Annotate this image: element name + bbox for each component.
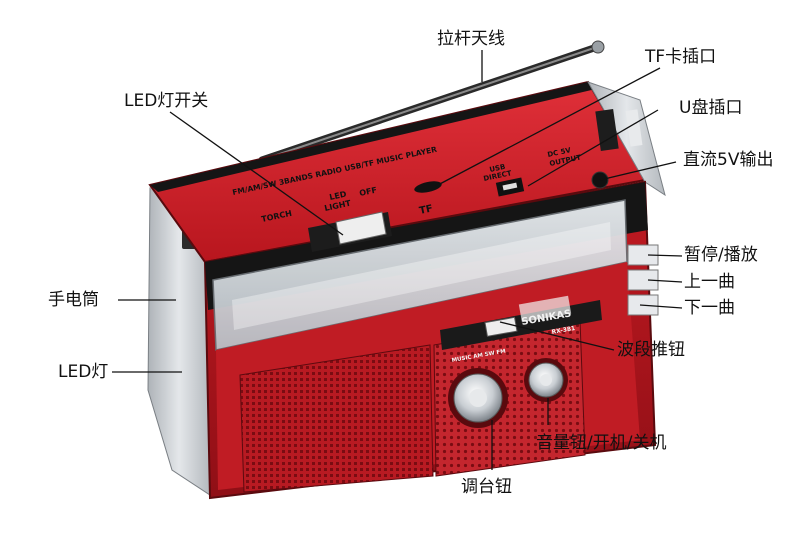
band-slider-label: 波段推钮 <box>617 340 685 360</box>
torch-label: 手电筒 <box>48 290 99 310</box>
dc-output-label: 直流5V输出 <box>683 150 774 170</box>
tf-card-slot[interactable] <box>413 179 442 195</box>
model-text: RX-381 <box>551 325 576 336</box>
usb-label-1: USB <box>489 163 506 174</box>
antenna-label: 拉杆天线 <box>437 29 505 49</box>
band-slider-knob[interactable] <box>484 316 518 337</box>
usb-end-window <box>595 108 619 152</box>
volume-power-label: 音量钮/开机/关机 <box>536 433 667 453</box>
usb-slot-label: U盘插口 <box>679 98 743 118</box>
tf-label: TF <box>418 203 434 217</box>
led-light-label: LED灯 <box>58 362 109 382</box>
telescopic-antenna <box>258 40 605 164</box>
switch-led-text: LED <box>329 190 348 202</box>
switch-off-text: OFF <box>359 185 378 197</box>
tuning-knob[interactable] <box>448 368 508 428</box>
speaker-grille <box>239 344 434 493</box>
volume-knob[interactable] <box>524 358 568 402</box>
tuning-knob-label: 调台钮 <box>461 477 512 497</box>
led-switch[interactable] <box>308 211 392 252</box>
pause-play-label: 暂停/播放 <box>684 245 758 265</box>
tf-slot-label: TF卡插口 <box>645 47 717 67</box>
led-switch-label: LED灯开关 <box>124 91 209 111</box>
leader-lines <box>112 50 683 470</box>
prev-track-label: 上一曲 <box>684 272 735 292</box>
next-track-label: 下一曲 <box>684 298 735 318</box>
